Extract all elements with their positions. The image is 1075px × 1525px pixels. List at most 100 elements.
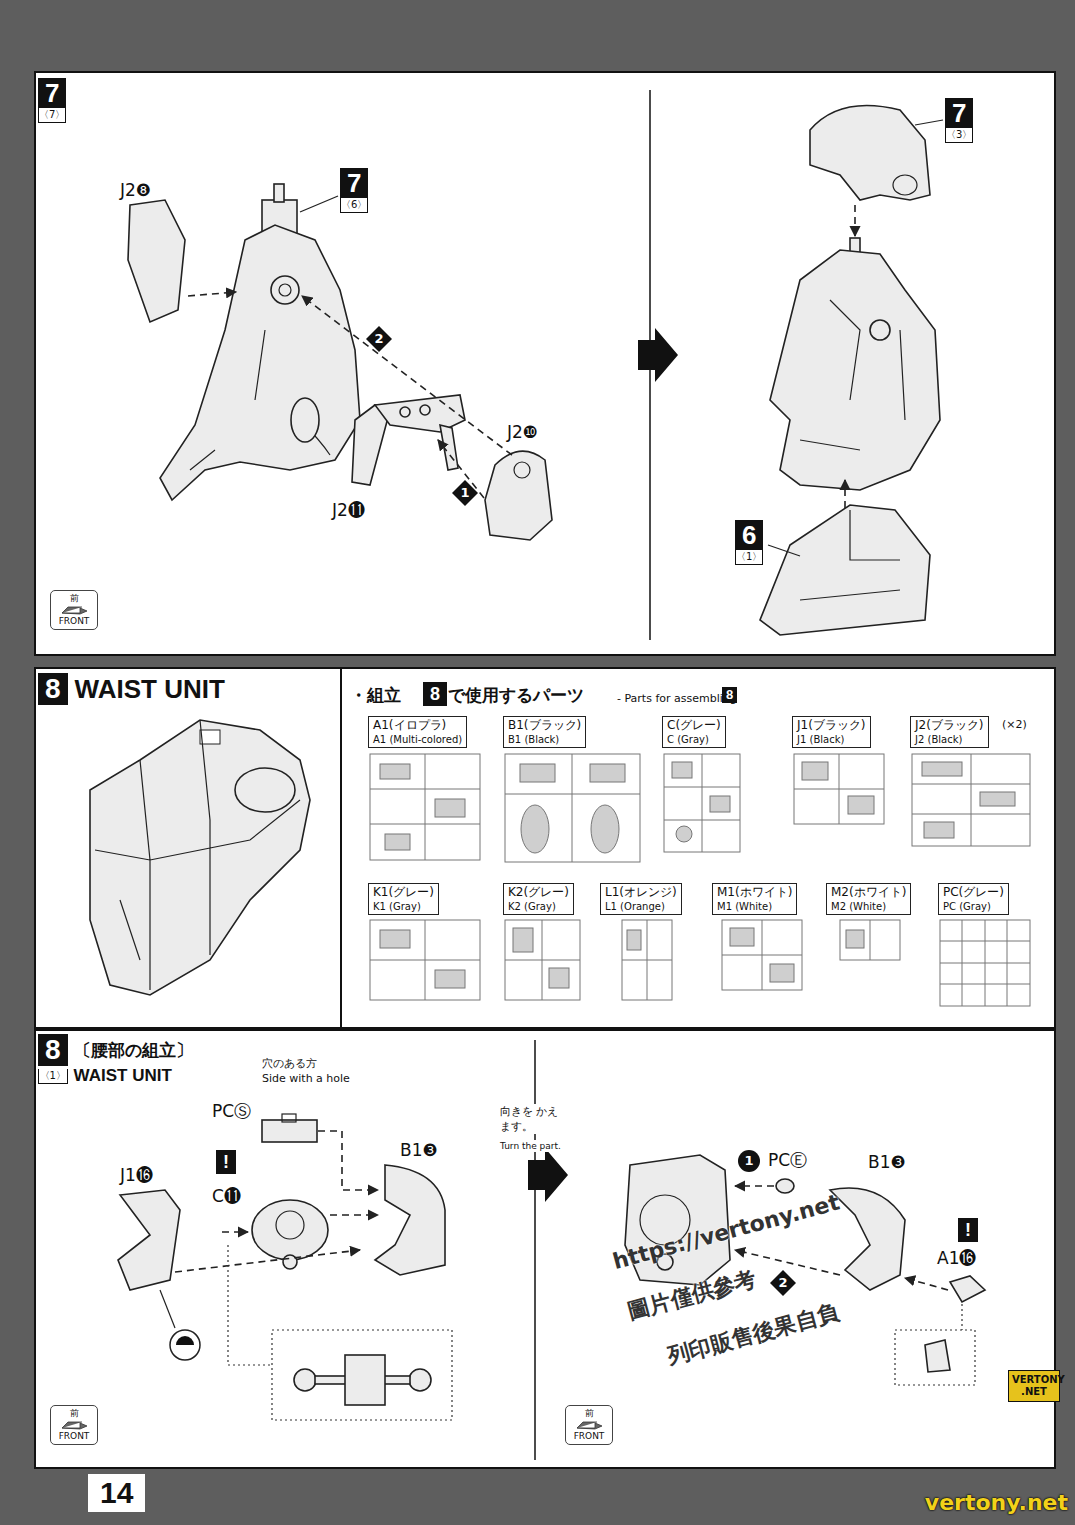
part-number: J1⓰ <box>118 1165 155 1185</box>
note-text: - Parts for assembling <box>617 692 737 706</box>
part-number: PCⒺ <box>766 1150 809 1170</box>
sprue-thumbnails <box>370 754 480 860</box>
front-arrow <box>60 1420 88 1430</box>
sprue-thumbnails <box>380 764 410 779</box>
step-heading: 8〔腰部の組立〕〈1〉WAIST UNIT <box>38 1034 193 1086</box>
sprue-thumbnails <box>980 792 1015 806</box>
sprue-label-box: K1(グレー)K1 (Gray) <box>368 883 439 915</box>
sprue-thumbnails <box>940 920 1030 1006</box>
sprue-thumbnails <box>549 968 569 988</box>
footer-url: vertony.net <box>925 1490 1068 1516</box>
step7-right-illustration <box>854 205 856 236</box>
parts-heading: で使用するパーツ <box>448 684 584 706</box>
sprue-thumbnails <box>940 920 1030 1006</box>
page-panels <box>638 328 678 382</box>
node-text: 〈1〉 <box>735 550 763 565</box>
step7-right-illustration <box>760 106 943 636</box>
node-text: 〔腰部の組立〕 <box>74 1039 193 1061</box>
step7-left-illustration <box>302 296 512 455</box>
node-text: 前 <box>55 593 93 604</box>
node-text: B1 (Black) <box>508 733 581 746</box>
step7-left-illustration <box>128 200 185 322</box>
waist-unit-illustration <box>95 720 300 990</box>
sprue-thumbnails <box>370 920 480 1000</box>
step8-left-illustration <box>318 1131 378 1190</box>
node-text: K2(グレー) <box>508 885 569 900</box>
page-panels <box>534 1040 536 1460</box>
step7-left-illustration <box>274 184 284 202</box>
sprue-thumbnails <box>520 764 555 782</box>
sprue-thumbnails <box>370 754 480 860</box>
sprue-thumbnails <box>505 754 640 862</box>
waist-unit-illustration <box>235 768 295 812</box>
waist-unit-illustration <box>90 720 310 995</box>
black-box-mark: ! <box>958 1218 978 1242</box>
step7-right-illustration <box>760 505 930 635</box>
note-text: (×2) <box>1002 718 1027 732</box>
node-text: FRONT <box>55 616 93 627</box>
node-text: 前 <box>570 1408 608 1419</box>
sprue-thumbnails <box>622 920 672 1000</box>
part-number: J2❽ <box>118 180 153 200</box>
node-text: 前 <box>55 1408 93 1419</box>
step8-left-illustration <box>176 1336 194 1345</box>
sprue-thumbnails <box>912 754 1030 846</box>
sprue-thumbnails <box>794 754 884 824</box>
sprue-label-box: M1(ホワイト)M1 (White) <box>712 883 797 915</box>
part-number: B1❸ <box>866 1152 908 1172</box>
step7-left-illustration <box>160 225 360 500</box>
sprue-thumbnails <box>513 928 533 952</box>
node-text: M1 (White) <box>717 900 792 913</box>
step8-left-illustration <box>118 1114 452 1420</box>
step-ref: 8 <box>722 687 737 703</box>
sprue-thumbnails <box>505 920 580 1000</box>
sprue-thumbnails <box>802 762 828 780</box>
step7-left-illustration <box>300 196 338 212</box>
node-text: A1 (Multi-colored) <box>373 733 462 746</box>
step7-right-illustration <box>915 120 943 125</box>
step8-right-illustration <box>830 1188 905 1290</box>
sprue-label-box: K2(グレー)K2 (Gray) <box>503 883 574 915</box>
front-icon: 前 FRONT <box>50 590 98 630</box>
node-text: PC(グレー) <box>943 885 1004 900</box>
step7-right-illustration <box>768 545 800 556</box>
page-panels <box>528 1148 568 1202</box>
node-text: 〈1〉 <box>38 1069 68 1084</box>
sprue-thumbnails <box>940 920 1030 1006</box>
sprue-thumbnails <box>627 930 641 950</box>
step-number-box: 6〈1〉 <box>735 520 763 565</box>
waist-unit-illustration <box>200 730 220 744</box>
sprue-thumbnails <box>505 920 580 1000</box>
step8-left-illustration <box>118 1190 180 1290</box>
step7-right-illustration <box>800 510 900 600</box>
note-text: 穴のある方 <box>262 1057 317 1071</box>
step8-left-illustration <box>272 1330 452 1420</box>
sprue-thumbnails <box>622 920 672 1000</box>
node-text: 7 <box>945 98 973 128</box>
step8-left-illustration <box>375 1165 445 1275</box>
step7-right-illustration <box>800 300 905 450</box>
step8-left-illustration <box>160 1290 175 1328</box>
sprue-thumbnails <box>370 754 480 860</box>
step8-right-illustration <box>776 1179 794 1193</box>
node-text: 〈6〉 <box>340 198 368 213</box>
step7-left-illustration <box>188 292 236 296</box>
front-arrow <box>577 1422 602 1429</box>
step7-left-illustration <box>400 407 410 417</box>
black-box-mark: ! <box>216 1150 236 1174</box>
logo-badge: VERTONY .NET <box>1008 1370 1060 1402</box>
node-text: 8 <box>38 673 68 705</box>
node-text: FRONT <box>55 1431 93 1442</box>
step8-right-illustration <box>925 1340 950 1372</box>
front-arrow <box>575 1420 603 1430</box>
step7-left-illustration <box>514 462 530 478</box>
step8-left-illustration <box>262 1120 317 1142</box>
step7-left-illustration <box>190 330 330 470</box>
step7-right-illustration <box>810 106 930 201</box>
section-heading: 8WAIST UNIT <box>38 673 225 705</box>
node-text: K2 (Gray) <box>508 900 569 913</box>
